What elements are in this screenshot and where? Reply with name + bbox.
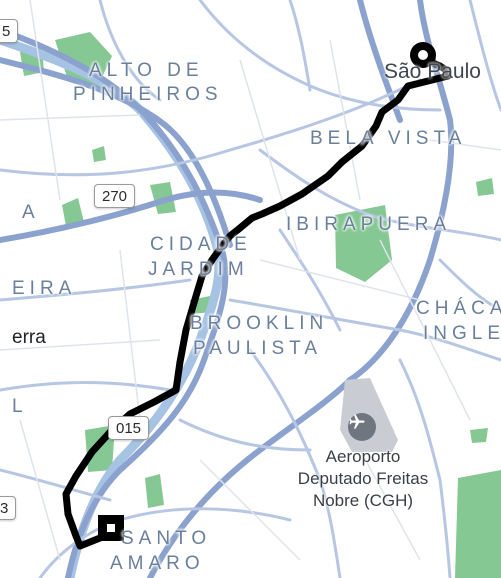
district-label-ingle: INGLE: [423, 323, 501, 344]
road-shield-270: 270: [94, 184, 136, 208]
district-label-left-a: A: [22, 202, 40, 223]
road-shield-partial-bottom: 3: [0, 496, 17, 520]
city-label-sao-paulo: São Paulo: [384, 60, 481, 83]
road-shield-015: 015: [108, 416, 150, 440]
district-label-alto-de: ALTO DE: [89, 60, 204, 81]
district-label-bela-vista: BELA VISTA: [310, 128, 467, 149]
airport-label-line2: Deputado Freitas: [297, 469, 429, 488]
airport-label-line3: Nobre (CGH): [312, 491, 414, 510]
district-label-santo: SANTO: [121, 528, 212, 549]
route-end-marker[interactable]: [98, 515, 124, 541]
district-label-jardim: JARDIM: [148, 259, 249, 280]
district-label-amaro: AMARO: [110, 553, 205, 574]
airport-label: Aeroporto Deputado Freitas Nobre (CGH): [283, 446, 443, 512]
road-shield-partial-top: 5: [0, 19, 19, 43]
airport-label-line1: Aeroporto: [325, 447, 401, 466]
district-label-cidade: CIDADE: [150, 234, 252, 255]
route-start-marker[interactable]: [410, 42, 436, 68]
district-label-pinheiros: PINHEIROS: [73, 84, 223, 105]
airplane-glyph: [349, 414, 365, 429]
minor-streets: [0, 0, 501, 561]
district-label-chacara: CHÁCA: [416, 298, 501, 319]
left-edge-place-label: erra: [12, 327, 46, 348]
district-label-ibirapuera: IBIRAPUERA: [286, 214, 452, 235]
district-label-left-l: L: [12, 396, 28, 417]
district-label-left-eira: EIRA: [12, 278, 77, 299]
district-label-brooklin: BROOKLIN: [190, 313, 329, 334]
district-label-paulista: PAULISTA: [193, 338, 323, 359]
airplane-icon[interactable]: [348, 413, 376, 441]
route-line: [62, 52, 452, 550]
